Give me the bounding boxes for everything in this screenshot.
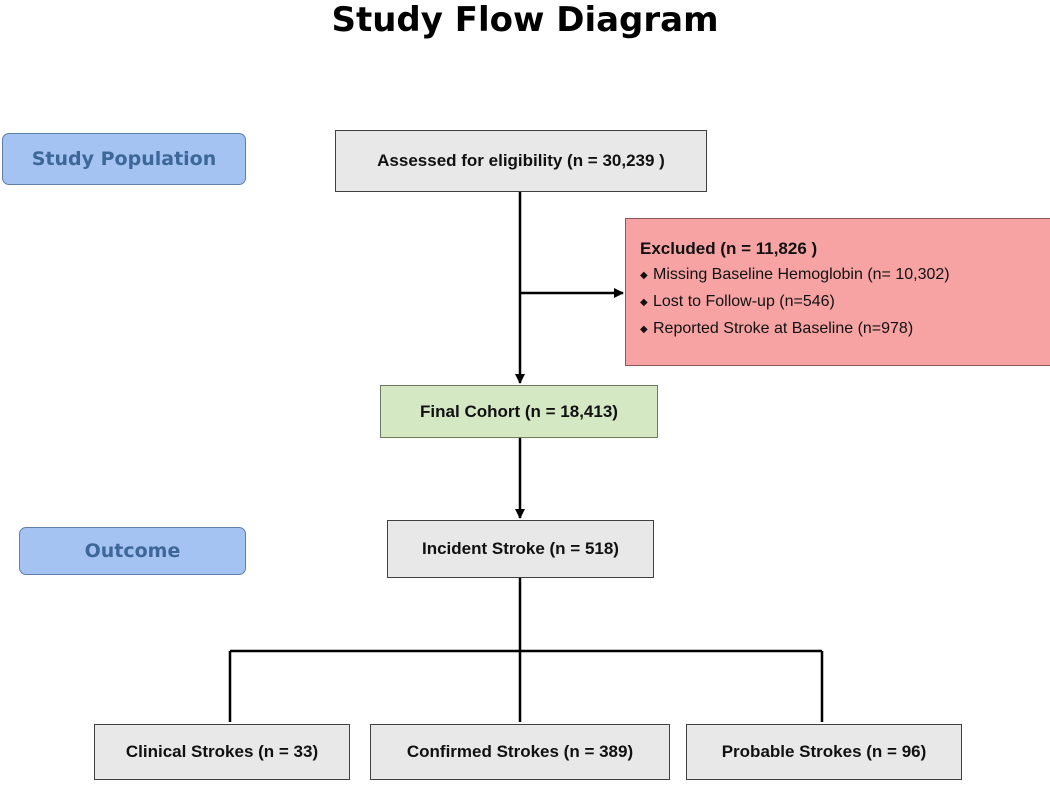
stage-label-study-population: Study Population — [2, 133, 246, 185]
probable-strokes-box: Probable Strokes (n = 96) — [686, 724, 962, 780]
incident-stroke-box: Incident Stroke (n = 518) — [387, 520, 654, 578]
diamond-bullet-icon: ◆ — [640, 270, 648, 281]
excluded-item-label: Reported Stroke at Baseline (n=978) — [653, 320, 914, 337]
excluded-list: ◆ Missing Baseline Hemoglobin (n= 10,302)… — [640, 262, 1050, 343]
clinical-strokes-box: Clinical Strokes (n = 33) — [94, 724, 350, 780]
diamond-bullet-icon: ◆ — [640, 297, 648, 308]
excluded-item-label: Missing Baseline Hemoglobin (n= 10,302) — [653, 266, 950, 283]
final-cohort-box: Final Cohort (n = 18,413) — [380, 385, 658, 438]
assessed-for-eligibility-box: Assessed for eligibility (n = 30,239 ) — [335, 130, 707, 192]
list-item: ◆ Missing Baseline Hemoglobin (n= 10,302) — [640, 262, 1050, 289]
list-item: ◆ Reported Stroke at Baseline (n=978) — [640, 316, 1050, 343]
confirmed-strokes-box: Confirmed Strokes (n = 389) — [370, 724, 670, 780]
excluded-item-label: Lost to Follow-up (n=546) — [653, 293, 835, 310]
excluded-box: Excluded (n = 11,826 ) ◆ Missing Baseline… — [625, 218, 1050, 366]
stage-label-outcome: Outcome — [19, 527, 246, 575]
list-item: ◆ Lost to Follow-up (n=546) — [640, 289, 1050, 316]
diagram-title: Study Flow Diagram — [331, 0, 719, 40]
excluded-title: Excluded (n = 11,826 ) — [640, 239, 818, 258]
diamond-bullet-icon: ◆ — [640, 324, 648, 335]
